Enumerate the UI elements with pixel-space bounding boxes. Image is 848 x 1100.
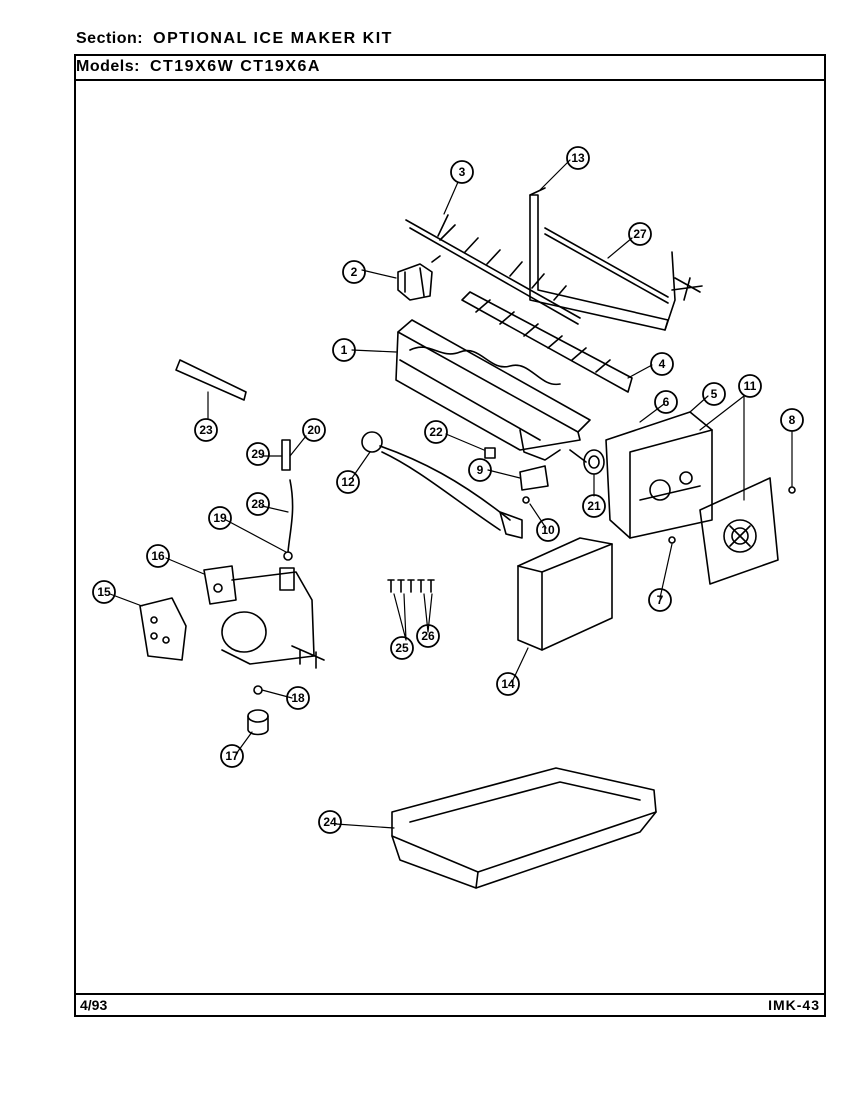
callout-22: 22 <box>429 425 443 439</box>
callout-16: 16 <box>151 549 165 563</box>
models-heading: Models: CT19X6W CT19X6A <box>76 58 321 76</box>
callout-21: 21 <box>587 499 601 513</box>
footer-page-code: IMK-43 <box>768 997 820 1013</box>
callout-25-balloon <box>390 636 414 660</box>
part-24-ice-bin <box>391 767 657 889</box>
callout-21-balloon <box>582 494 606 518</box>
callout-14: 14 <box>501 677 515 691</box>
callout-27: 27 <box>633 227 647 241</box>
part-12-harness <box>361 431 523 539</box>
callout-11: 11 <box>744 379 757 393</box>
footer-date: 4/93 <box>80 997 108 1013</box>
part-1-mold <box>395 319 591 461</box>
part-15-valve-bracket <box>139 597 187 661</box>
part-27-rod <box>544 227 703 304</box>
header-divider <box>74 79 826 81</box>
section-label: Section: <box>76 30 144 47</box>
part-23-fill-tube <box>175 359 247 401</box>
part-4-stripper <box>461 291 633 393</box>
part-18-nut <box>253 685 263 695</box>
callout-7-balloon <box>648 588 672 612</box>
models-list: CT19X6W CT19X6A <box>149 58 321 75</box>
callout-28-balloon <box>246 492 270 516</box>
callout-4-balloon <box>650 352 674 376</box>
callout-22-balloon <box>424 420 448 444</box>
diagram-frame <box>74 54 826 1017</box>
callout-8: 8 <box>789 413 796 427</box>
callout-6-balloon <box>654 390 678 414</box>
callout-26-balloon <box>416 624 440 648</box>
callout-2: 2 <box>351 265 358 279</box>
callout-10: 10 <box>541 523 555 537</box>
callout-4: 4 <box>659 357 666 371</box>
callout-28: 28 <box>251 497 265 511</box>
part-8-screw <box>788 486 796 494</box>
callout-10-balloon <box>536 518 560 542</box>
part-16-valve <box>203 565 325 669</box>
callout-3: 3 <box>459 165 466 179</box>
callout-20-balloon <box>302 418 326 442</box>
part-13-shield <box>529 187 676 331</box>
section-title: OPTIONAL ICE MAKER KIT <box>153 30 393 47</box>
part-9-switch <box>519 465 549 504</box>
callout-2-balloon <box>342 260 366 284</box>
part-17-fitting <box>247 709 269 736</box>
callout-11-balloon <box>738 374 762 398</box>
callout-8-balloon <box>780 408 804 432</box>
callout-7: 7 <box>657 593 664 607</box>
callout-17: 17 <box>225 749 239 763</box>
part-5-housing <box>605 411 713 539</box>
callout-13: 13 <box>571 151 585 165</box>
callout-5-balloon <box>702 382 726 406</box>
callout-19: 19 <box>213 511 227 525</box>
callout-12-balloon <box>336 470 360 494</box>
part-2-bracket <box>397 255 441 301</box>
part-7-screw <box>668 536 676 544</box>
callout-9: 9 <box>477 463 484 477</box>
callout-29-balloon <box>246 442 270 466</box>
models-label: Models: <box>76 58 140 75</box>
callout-12: 12 <box>341 475 355 489</box>
part-21-gear <box>569 449 605 475</box>
callout-14-balloon <box>496 672 520 696</box>
callout-16-balloon <box>146 544 170 568</box>
section-heading: Section: OPTIONAL ICE MAKER KIT <box>76 30 393 48</box>
callout-9-balloon <box>468 458 492 482</box>
callout-24-balloon <box>318 810 342 834</box>
callout-29: 29 <box>251 447 265 461</box>
callout-15: 15 <box>97 585 111 599</box>
callout-6: 6 <box>663 395 670 409</box>
part-28-water-line <box>281 439 294 561</box>
callout-23-balloon <box>194 418 218 442</box>
callout-20: 20 <box>307 423 321 437</box>
callout-3-balloon <box>450 160 474 184</box>
callout-18-balloon <box>286 686 310 710</box>
callout-18: 18 <box>291 691 305 705</box>
callout-27-balloon <box>628 222 652 246</box>
callout-balloons <box>92 146 804 834</box>
part-25-26-screws <box>387 579 435 593</box>
callout-15-balloon <box>92 580 116 604</box>
callout-5: 5 <box>711 387 718 401</box>
callout-17-balloon <box>220 744 244 768</box>
callout-24: 24 <box>323 815 337 829</box>
callout-13-balloon <box>566 146 590 170</box>
callout-25: 25 <box>395 641 409 655</box>
part-11-motor-plate <box>699 477 779 585</box>
part-3-ejector <box>405 214 581 325</box>
leader-lines <box>109 159 793 829</box>
footer-divider <box>74 993 826 995</box>
part-22-clip <box>484 447 496 459</box>
callout-1-balloon <box>332 338 356 362</box>
callout-19-balloon <box>208 506 232 530</box>
part-14-insulation <box>517 537 613 651</box>
callout-26: 26 <box>421 629 435 643</box>
callout-23: 23 <box>199 423 213 437</box>
callout-1: 1 <box>341 343 348 357</box>
